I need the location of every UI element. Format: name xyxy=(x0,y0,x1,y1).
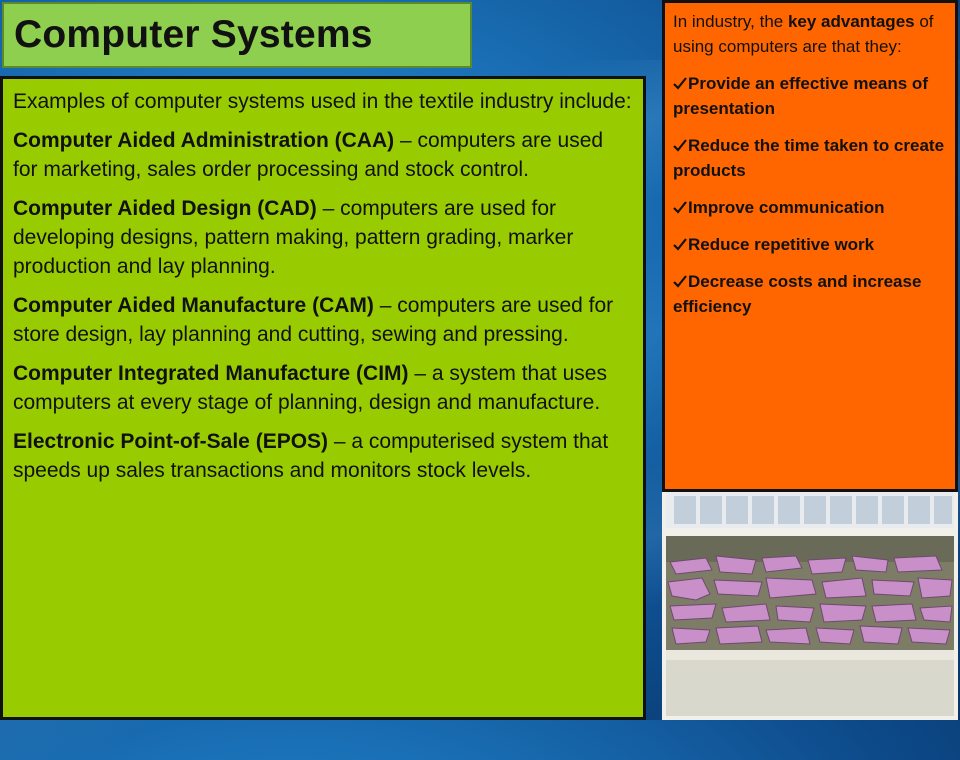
system-item-cim: Computer Integrated Manufacture (CIM) – … xyxy=(13,359,633,417)
advantages-list: Provide an effective means of presentati… xyxy=(673,71,947,319)
system-term: Electronic Point-of-Sale (EPOS) xyxy=(13,430,329,453)
system-term: Computer Aided Manufacture (CAM) xyxy=(13,294,374,317)
system-desc: – computers are used for store design, l… xyxy=(13,294,614,346)
advantage-text: Provide an effective means of presentati… xyxy=(673,74,928,118)
main-content-box: Examples of computer systems used in the… xyxy=(0,76,646,720)
checkmark-icon xyxy=(673,139,687,152)
system-desc: – a system that uses computers at every … xyxy=(13,362,607,414)
intro-text: of using computers are that they: xyxy=(673,12,934,56)
advantage-text: Reduce the time taken to create products xyxy=(673,136,945,180)
system-term: Computer Aided Administration (CAA) xyxy=(13,129,395,152)
advantages-box: In industry, the key advantages of using… xyxy=(662,0,958,492)
advantage-item: Provide an effective means of presentati… xyxy=(673,71,947,121)
system-item-cam: Computer Aided Manufacture (CAM) – compu… xyxy=(13,291,633,349)
system-desc: – a computerised system that speeds up s… xyxy=(13,430,609,482)
intro-text: In industry, the xyxy=(673,12,788,31)
checkmark-icon xyxy=(673,275,687,288)
advantage-text: Reduce repetitive work xyxy=(688,235,875,254)
advantage-item: Reduce the time taken to create products xyxy=(673,133,947,183)
system-desc: – computers are used for developing desi… xyxy=(13,197,574,278)
checkmark-icon xyxy=(673,238,687,251)
advantage-item: Improve communication xyxy=(673,195,947,220)
checkmark-icon xyxy=(673,77,687,90)
advantage-item: Decrease costs and increase efficiency xyxy=(673,269,947,319)
photo-cells xyxy=(674,496,952,524)
advantages-intro: In industry, the key advantages of using… xyxy=(673,9,947,59)
system-item-caa: Computer Aided Administration (CAA) – co… xyxy=(13,126,633,184)
pattern-marker-photo xyxy=(662,492,958,720)
checkmark-icon xyxy=(673,201,687,214)
photo-band xyxy=(666,650,954,660)
photo-band xyxy=(666,660,954,716)
system-item-cad: Computer Aided Design (CAD) – computers … xyxy=(13,194,633,281)
advantage-item: Reduce repetitive work xyxy=(673,232,947,257)
advantage-text: Improve communication xyxy=(688,198,885,217)
advantage-text: Decrease costs and increase efficiency xyxy=(673,272,922,316)
system-term: Computer Aided Design (CAD) xyxy=(13,197,317,220)
system-term: Computer Integrated Manufacture (CIM) xyxy=(13,362,409,385)
system-item-epos: Electronic Point-of-Sale (EPOS) – a comp… xyxy=(13,427,633,485)
system-desc: – computers are used for marketing, sale… xyxy=(13,129,604,181)
pattern-pieces-graphic xyxy=(667,555,953,645)
intro-emphasis: key advantages xyxy=(787,12,915,31)
page-title: Computer Systems xyxy=(14,13,373,56)
title-box: Computer Systems xyxy=(2,2,472,68)
photo-screen-strip xyxy=(666,492,954,528)
main-intro: Examples of computer systems used in the… xyxy=(13,90,632,113)
